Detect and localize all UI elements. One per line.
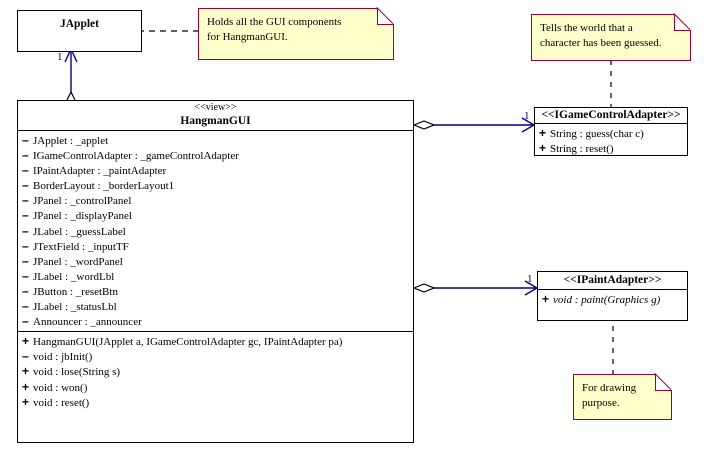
- attribute-text: JTextField : _inputTF: [33, 240, 129, 253]
- multiplicity-igamecontroladapter: 1: [524, 110, 530, 122]
- visibility-marker: –: [22, 349, 29, 364]
- attribute-text: BorderLayout : _borderLayout1: [33, 180, 175, 193]
- operation-text: void : jbInit(): [33, 351, 93, 364]
- attribute-text: JLabel : _guessLabel: [33, 225, 126, 238]
- multiplicity-japplet: 1: [57, 51, 63, 63]
- visibility-marker: –: [22, 148, 29, 163]
- attribute-row: – JLabel : _statusLbl: [18, 299, 413, 314]
- attribute-row: – IPaintAdapter : _paintAdapter: [18, 163, 413, 178]
- visibility-marker: –: [22, 283, 29, 298]
- attribute-text: JPanel : _controlPanel: [33, 195, 132, 208]
- operation-row: + void : won(): [18, 380, 413, 395]
- visibility-marker: +: [539, 126, 547, 140]
- attribute-row: – JTextField : _inputTF: [18, 239, 413, 254]
- ipaintadapter-header: <<IPaintAdapter>>: [538, 272, 687, 290]
- attribute-row: – JApplet : _applet: [18, 133, 413, 148]
- attribute-text: JLabel : _statusLbl: [33, 301, 117, 314]
- attribute-row: – BorderLayout : _borderLayout1: [18, 178, 413, 193]
- note-dogear-icon: [674, 14, 691, 31]
- link-hangmangui-ipaintadapter: [412, 280, 539, 296]
- attribute-text: IGameControlAdapter : _gameControlAdapte…: [33, 150, 239, 163]
- operation-row: + void : lose(String s): [18, 364, 413, 379]
- visibility-marker: –: [22, 238, 29, 253]
- igamecontroladapter-operations: + String : guess(char c) + String : rese…: [535, 124, 687, 158]
- visibility-marker: +: [542, 292, 550, 306]
- attribute-text: IPaintAdapter : _paintAdapter: [33, 165, 167, 178]
- note-text-line: for HangmanGUI.: [207, 31, 288, 43]
- hangmangui-header: <<view>> HangmanGUI: [18, 101, 413, 131]
- attribute-row: – IGameControlAdapter : _gameControlAdap…: [18, 148, 413, 163]
- operation-row: + String : reset(): [535, 141, 687, 156]
- attribute-text: JPanel : _displayPanel: [33, 210, 132, 223]
- visibility-marker: +: [22, 379, 30, 394]
- visibility-marker: –: [22, 193, 29, 208]
- attribute-row: – Announcer : _announcer: [18, 314, 413, 329]
- note-character-guessed[interactable]: Tells the world that a character has bee…: [531, 14, 691, 61]
- visibility-marker: –: [22, 253, 29, 268]
- operation-text: void : lose(String s): [33, 366, 121, 379]
- operation-row: + void : paint(Graphics g): [538, 292, 687, 307]
- note-drawing-purpose[interactable]: For drawing purpose.: [573, 374, 672, 420]
- attribute-row: – JButton : _resetBtn: [18, 284, 413, 299]
- operation-text: HangmanGUI(JApplet a, IGameControlAdapte…: [33, 336, 343, 349]
- visibility-marker: –: [22, 163, 29, 178]
- igamecontroladapter-header: <<IGameControlAdapter>>: [535, 108, 687, 124]
- link-hangmangui-igamecontroladapter: [412, 117, 536, 133]
- note-text-line: Tells the world that a: [540, 22, 633, 34]
- visibility-marker: –: [22, 223, 29, 238]
- attribute-row: – JPanel : _displayPanel: [18, 208, 413, 223]
- operation-text: void : paint(Graphics g): [553, 294, 661, 306]
- attribute-text: JButton : _resetBtn: [33, 285, 118, 298]
- note-gui-components[interactable]: Holds all the GUI components for Hangman…: [198, 8, 394, 60]
- operation-text: void : won(): [33, 381, 88, 394]
- hangmangui-stereotype: <<view>>: [194, 102, 237, 113]
- operation-row: + void : reset(): [18, 395, 413, 410]
- visibility-marker: +: [22, 334, 30, 349]
- japplet-header: JApplet: [18, 11, 141, 33]
- class-box-japplet[interactable]: JApplet: [17, 10, 142, 52]
- ipaintadapter-operations: + void : paint(Graphics g): [538, 290, 687, 309]
- class-box-ipaintadapter[interactable]: <<IPaintAdapter>> + void : paint(Graphic…: [537, 271, 688, 321]
- attribute-text: JApplet : _applet: [33, 135, 109, 147]
- visibility-marker: –: [22, 133, 29, 147]
- hangmangui-operations: + HangmanGUI(JApplet a, IGameControlAdap…: [18, 331, 413, 411]
- multiplicity-ipaintadapter: 1: [527, 273, 533, 285]
- operation-text: String : reset(): [550, 143, 614, 156]
- operation-row: + String : guess(char c): [535, 126, 687, 141]
- note-text-line: character has been guessed.: [540, 37, 662, 49]
- attribute-row: – JLabel : _guessLabel: [18, 224, 413, 239]
- attribute-text: Announcer : _announcer: [33, 316, 142, 329]
- igamecontroladapter-name: <<IGameControlAdapter>>: [541, 109, 681, 121]
- note-dogear-icon: [655, 374, 672, 391]
- attribute-row: – JPanel : _controlPanel: [18, 193, 413, 208]
- visibility-marker: +: [22, 394, 30, 409]
- attribute-row: – JLabel : _wordLbl: [18, 269, 413, 284]
- visibility-marker: –: [22, 299, 29, 314]
- class-box-hangmangui[interactable]: <<view>> HangmanGUI – JApplet : _applet …: [17, 100, 414, 443]
- note-dogear-icon: [377, 8, 394, 25]
- attribute-row: – JPanel : _wordPanel: [18, 254, 413, 269]
- class-box-igamecontroladapter[interactable]: <<IGameControlAdapter>> + String : guess…: [534, 107, 688, 156]
- operation-text: void : reset(): [33, 396, 90, 409]
- note-text-line: Holds all the GUI components: [207, 16, 342, 28]
- visibility-marker: –: [22, 314, 29, 329]
- hangmangui-attributes: – JApplet : _applet – IGameControlAdapte…: [18, 131, 413, 331]
- visibility-marker: –: [22, 208, 29, 223]
- visibility-marker: +: [539, 141, 547, 156]
- attribute-text: JPanel : _wordPanel: [33, 255, 123, 268]
- visibility-marker: –: [22, 178, 29, 193]
- ipaintadapter-name: <<IPaintAdapter>>: [563, 274, 662, 286]
- operation-text: String : guess(char c): [550, 128, 644, 140]
- note-text-line: For drawing: [582, 382, 637, 394]
- attribute-text: JLabel : _wordLbl: [33, 270, 115, 283]
- japplet-class-name: JApplet: [60, 18, 99, 30]
- operation-row: – void : jbInit(): [18, 349, 413, 364]
- visibility-marker: –: [22, 268, 29, 283]
- note-text-line: purpose.: [582, 397, 620, 409]
- visibility-marker: +: [22, 364, 30, 379]
- hangmangui-class-name: HangmanGUI: [180, 115, 251, 127]
- operation-row: + HangmanGUI(JApplet a, IGameControlAdap…: [18, 334, 413, 349]
